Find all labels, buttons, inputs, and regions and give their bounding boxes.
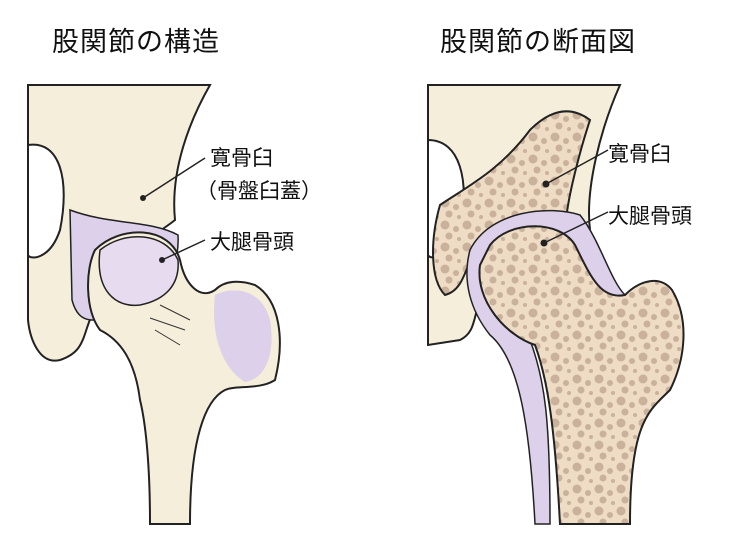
leader-line-femoral-head <box>161 239 206 261</box>
right-section-diagram <box>427 84 685 525</box>
label-femoral-head: 大腿骨頭 <box>210 230 294 254</box>
label-acetabulum-alt: （骨盤臼蓋） <box>196 179 322 203</box>
left-title: 股関節の構造 <box>52 27 220 58</box>
pointer-dot <box>542 180 550 188</box>
femur-section <box>478 225 685 525</box>
label-acetabulum: 寛骨臼 <box>210 146 273 170</box>
leader-line-acetabulum <box>142 157 206 199</box>
right-title: 股関節の断面図 <box>440 27 636 58</box>
femoral-head-cartilage <box>98 235 179 307</box>
leader-line-femoral-head <box>543 211 609 244</box>
pointer-dot <box>540 239 548 247</box>
pointer-dot <box>140 195 146 201</box>
left-structure-diagram <box>27 84 281 525</box>
label-femoral-head-section: 大腿骨頭 <box>608 204 692 228</box>
label-acetabulum-section: 寛骨臼 <box>608 142 671 166</box>
obturator-opening <box>27 143 65 259</box>
pointer-dot <box>159 257 165 263</box>
ligament-lines <box>149 304 191 346</box>
leader-line-acetabulum <box>545 149 609 185</box>
greater-trochanter-cartilage <box>214 290 272 382</box>
